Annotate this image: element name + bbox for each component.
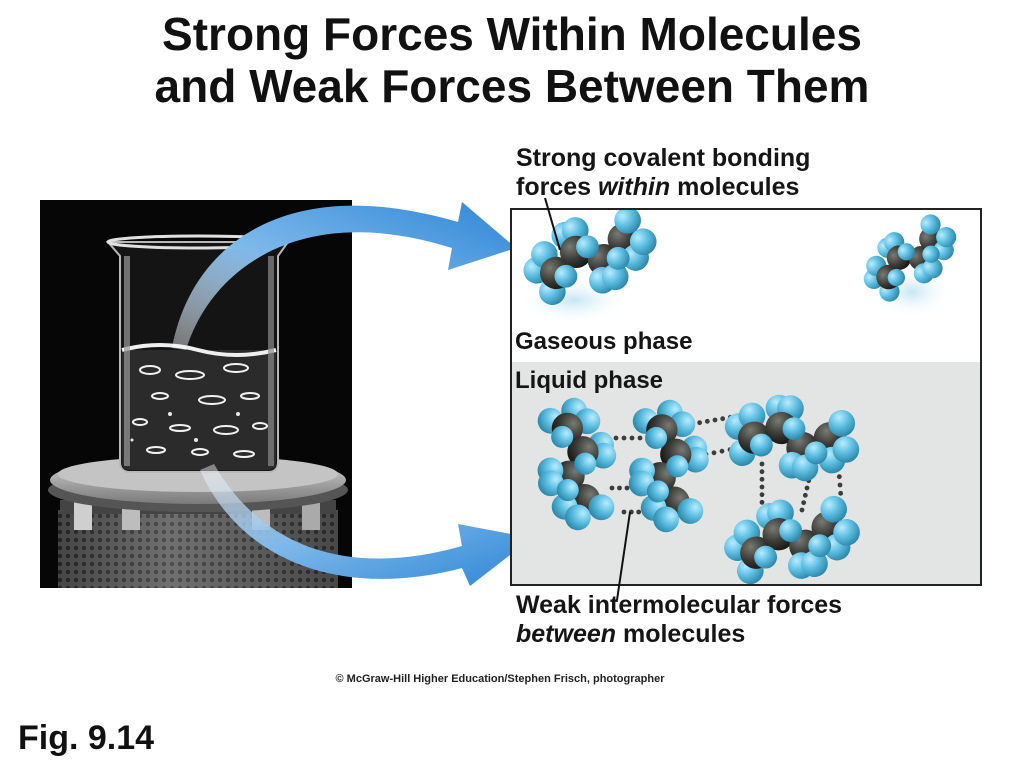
hydrogen-atom: [922, 258, 943, 279]
intermolecular-dot: [711, 450, 717, 456]
gas-phase-label: Gaseous phase: [515, 328, 693, 355]
figure-label: Fig. 9.14: [18, 719, 155, 757]
strong-callout-post: molecules: [670, 173, 800, 201]
butane-molecule-2: [863, 214, 957, 302]
hydrogen-atom: [920, 214, 941, 235]
intermolecular-dot: [759, 484, 765, 490]
intermolecular-dot: [799, 507, 805, 513]
hydrogen-atom: [828, 410, 856, 437]
hydrogen-atom: [653, 506, 680, 533]
intermolecular-dot: [719, 448, 725, 454]
hydrogen-atom: [801, 550, 828, 577]
intermolecular-dot: [837, 482, 843, 488]
intermolecular-dot: [621, 509, 627, 515]
butane-molecule-6: [724, 495, 860, 584]
weak-callout-line-1: Weak intermolecular forces: [516, 591, 843, 619]
intermolecular-dot: [617, 485, 622, 491]
hydrogen-atom: [749, 433, 773, 457]
molecules-diagram: [512, 210, 980, 584]
intermolecular-dot: [759, 469, 765, 475]
intermolecular-dot: [613, 435, 619, 441]
hydrogen-atom: [666, 455, 689, 478]
title-line-1: Strong Forces Within Molecules: [162, 8, 862, 60]
weak-callout-line-2: between molecules: [516, 620, 842, 649]
hydrogen-atom: [677, 498, 704, 524]
hydrogen-atom: [833, 519, 860, 546]
hydrogen-atom: [804, 441, 828, 465]
intermolecular-dot: [628, 509, 634, 515]
intermolecular-dot: [697, 420, 703, 426]
strong-callout-pre: forces: [516, 173, 598, 201]
hydrogen-atom: [601, 263, 629, 291]
intermolecular-dot: [609, 485, 615, 491]
hydrogen-atom: [554, 264, 578, 288]
hydrogen-atom: [564, 504, 591, 531]
hydrogen-atom: [629, 228, 657, 256]
liquid-phase-label: Liquid phase: [515, 367, 664, 394]
weak-callout-emphasis: between: [516, 620, 617, 648]
hydrogen-atom: [576, 235, 599, 259]
strong-callout-emphasis: within: [597, 173, 671, 201]
hydrogen-atom: [887, 268, 905, 287]
intermolecular-dot: [720, 416, 726, 422]
strong-callout-line-1: Strong covalent bonding: [516, 144, 811, 172]
hydrogen-atom: [832, 436, 860, 463]
intermolecular-dot: [629, 435, 635, 441]
intermolecular-dot: [836, 474, 842, 480]
intermolecular-dot: [637, 435, 643, 441]
weak-forces-callout: Weak intermolecular forces between molec…: [516, 591, 842, 649]
hydrogen-atom: [782, 417, 806, 441]
strong-forces-callout: Strong covalent bonding forces within mo…: [516, 144, 810, 202]
photo-credit: © McGraw-Hill Higher Education/Stephen F…: [335, 673, 665, 685]
intermolecular-dot: [759, 461, 765, 467]
slide-title: Strong Forces Within Molecules and Weak …: [0, 8, 1024, 112]
hydrogen-atom: [820, 495, 848, 523]
intermolecular-dot: [759, 476, 765, 482]
butane-molecule-4: [628, 399, 709, 533]
intermolecular-dot: [712, 417, 718, 423]
weak-callout-post: molecules: [616, 620, 746, 648]
hydrogen-atom: [897, 243, 916, 261]
hydrogen-atom: [614, 210, 641, 234]
title-line-2: and Weak Forces Between Them: [154, 60, 870, 112]
intermolecular-dot: [802, 492, 808, 498]
hydrogen-atom: [779, 519, 803, 542]
butane-molecule-1: [523, 210, 657, 305]
intermolecular-dot: [804, 485, 810, 491]
intermolecular-dot: [621, 435, 627, 441]
intermolecular-dot: [624, 485, 630, 491]
hydrogen-atom: [551, 425, 574, 448]
beaker-photo: [40, 200, 358, 588]
beaker-icon: [40, 200, 358, 588]
intermolecular-dot: [801, 500, 807, 506]
hydrogen-atom: [556, 479, 579, 502]
hydrogen-atom: [574, 452, 597, 475]
intermolecular-dot: [704, 418, 710, 424]
hydrogen-atom: [936, 227, 957, 248]
intermolecular-dot: [759, 499, 765, 505]
hydrogen-atom: [922, 245, 940, 263]
hydrogen-atom: [588, 494, 615, 521]
intermolecular-dot: [759, 492, 765, 498]
strong-callout-line-2: forces within molecules: [516, 173, 810, 202]
hydrogen-atom: [754, 545, 778, 569]
hydrogen-atom: [645, 426, 668, 450]
phase-panel: Gaseous phase Liquid phase: [510, 208, 982, 586]
hydrogen-atom: [606, 246, 630, 270]
hydrogen-atom: [808, 534, 832, 558]
intermolecular-dot: [838, 490, 844, 496]
hydrogen-atom: [646, 480, 669, 503]
butane-molecule-3: [537, 397, 617, 531]
butane-molecule-5: [724, 394, 860, 482]
intermolecular-dot: [636, 509, 642, 515]
